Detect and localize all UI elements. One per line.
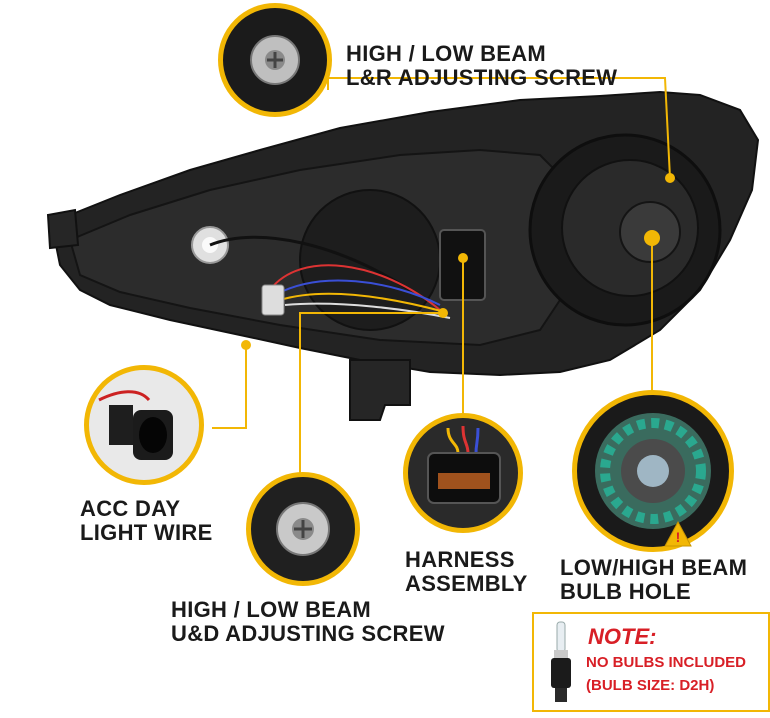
ud-adjusting-screw-label: HIGH / LOW BEAM U&D ADJUSTING SCREW	[171, 598, 445, 646]
bulb-hole-callout	[572, 390, 734, 552]
label-line-2: BULB HOLE	[560, 579, 692, 604]
ud-screw-callout	[246, 472, 360, 586]
note-box: NOTE: NO BULBS INCLUDED (BULB SIZE: D2H)	[532, 612, 770, 712]
harness-connector-icon	[427, 425, 501, 504]
note-line-1: NO BULBS INCLUDED	[586, 654, 746, 671]
harness-callout	[403, 413, 523, 533]
leader-lines	[212, 77, 671, 475]
lr-adjusting-screw-label: HIGH / LOW BEAM L&R ADJUSTING SCREW	[346, 42, 617, 90]
label-line-1: ACC DAY	[80, 496, 181, 521]
d2h-bulb-icon	[551, 621, 571, 702]
adjusting-screw-icon	[250, 35, 300, 85]
warning-icon: !	[664, 520, 692, 547]
note-title: NOTE:	[588, 624, 657, 649]
acc-day-light-wire-label: ACC DAY LIGHT WIRE	[80, 497, 213, 545]
svg-text:!: !	[676, 529, 681, 545]
label-line-2: U&D ADJUSTING SCREW	[171, 621, 445, 646]
label-line-1: LOW/HIGH BEAM	[560, 555, 748, 580]
label-line-1: HARNESS	[405, 547, 515, 572]
label-line-1: HIGH / LOW BEAM	[171, 597, 372, 622]
label-line-2: LIGHT WIRE	[80, 520, 213, 545]
lr-screw-callout	[218, 3, 332, 117]
label-line-2: ASSEMBLY	[405, 571, 528, 596]
bulb-hole-label: LOW/HIGH BEAM BULB HOLE	[560, 556, 747, 604]
label-line-1: HIGH / LOW BEAM	[346, 41, 547, 66]
led-ring-icon	[595, 413, 711, 529]
label-line-2: L&R ADJUSTING SCREW	[346, 65, 618, 90]
harness-assembly-label: HARNESS ASSEMBLY	[405, 548, 528, 596]
acc-wire-callout	[84, 365, 204, 485]
note-line-2: (BULB SIZE: D2H)	[586, 677, 715, 694]
connector-plug-icon	[98, 390, 173, 460]
adjusting-screw-icon	[276, 502, 330, 556]
